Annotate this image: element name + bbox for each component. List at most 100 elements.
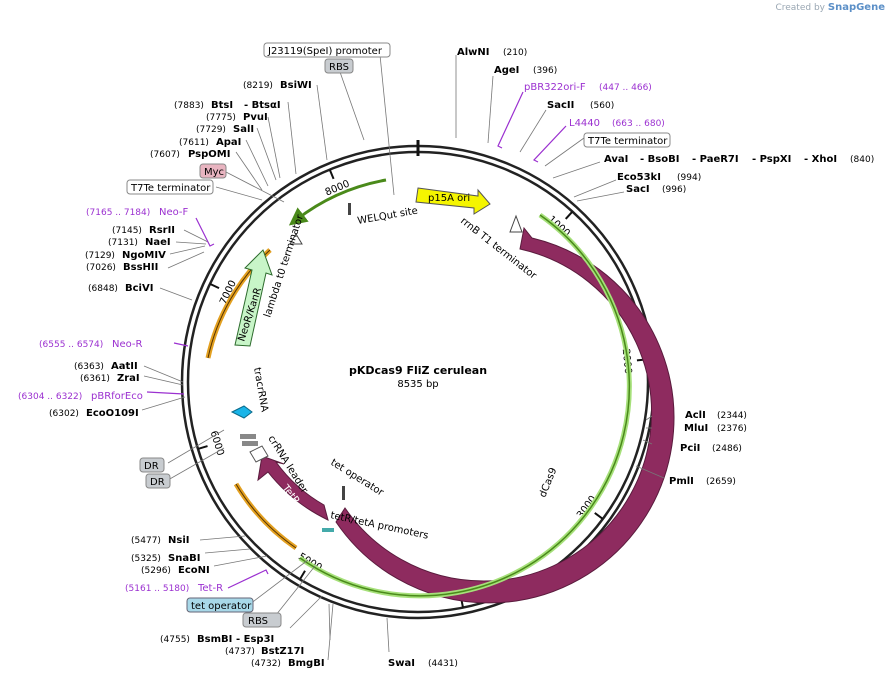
rbs-label-top: RBS: [329, 62, 349, 73]
neor-feature[interactable]: [234, 249, 273, 347]
site-eco53ki[interactable]: Eco53kI: [617, 172, 661, 183]
site-bstz17i[interactable]: BstZ17I: [261, 646, 304, 657]
site-nsii[interactable]: NsiI: [168, 535, 189, 546]
tick-mark: [197, 445, 208, 450]
primer-neo-f-pos: (7165 .. 7184): [86, 208, 150, 218]
crrna-leader-feature[interactable]: [249, 445, 269, 463]
t7te-terminator-label-right: T7Te terminator: [587, 136, 668, 147]
site-rsrii-pos: (7145): [112, 226, 142, 236]
site-bcivi[interactable]: BciVI: [125, 283, 153, 294]
tetr-orange-outline: [235, 483, 297, 549]
site-btsi[interactable]: BtsI: [211, 100, 233, 111]
tick-mark: [564, 210, 574, 220]
site-btsi-pos: (7883): [174, 101, 204, 111]
site-paer7i[interactable]: - PaeR7I: [692, 154, 739, 165]
primer-neo-r[interactable]: Neo-R: [112, 339, 143, 350]
site-rsrii[interactable]: RsrII: [149, 225, 175, 236]
tick-mark: [328, 169, 335, 180]
site-agei[interactable]: AgeI: [494, 65, 519, 76]
site-mlui-pos: (2376): [717, 424, 747, 434]
myc-box[interactable]: [199, 163, 227, 179]
leader-lines: [141, 54, 665, 661]
site-saci[interactable]: SacI: [626, 184, 650, 195]
site-acli[interactable]: AclI: [685, 410, 706, 421]
site-swai[interactable]: SwaI: [388, 658, 415, 669]
dr-box-1[interactable]: [139, 457, 165, 473]
j23119-promoter-box[interactable]: [263, 42, 391, 58]
site-sali-pos: (7729): [196, 125, 226, 135]
site-apai[interactable]: ApaI: [216, 137, 241, 148]
snapgene-brand: Created by SnapGene: [775, 2, 885, 13]
site-bmgbi-pos: (4732): [251, 659, 281, 669]
site-btsai[interactable]: - BtsαI: [244, 100, 281, 111]
site-eco53ki-pos: (994): [677, 173, 701, 183]
site-ecoo109i[interactable]: EcoO109I: [86, 408, 139, 419]
site-agei-pos: (396): [533, 66, 557, 76]
site-bsiwi-pos: (8219): [243, 81, 273, 91]
site-ngomiv[interactable]: NgoMIV: [122, 250, 166, 261]
t7te-terminator-box-right[interactable]: [583, 132, 671, 148]
site-econi[interactable]: EcoNI: [178, 565, 210, 576]
site-pvui[interactable]: PvuI: [243, 112, 268, 123]
rbs-box-top[interactable]: [324, 58, 354, 74]
p15a-ori-feature[interactable]: [415, 187, 491, 215]
site-sali[interactable]: SalI: [233, 124, 254, 135]
primer-pbr322ori-f[interactable]: pBR322ori-F: [524, 82, 586, 93]
site-nsii-pos: (5477): [131, 536, 161, 546]
primer-pbr322ori-f-pos: (447 .. 466): [599, 83, 652, 93]
site-avai[interactable]: AvaI: [604, 154, 628, 165]
primer-l4440[interactable]: L4440: [569, 118, 600, 129]
site-xhoi[interactable]: - XhoI: [804, 154, 837, 165]
tet-promoter-mark: [322, 528, 334, 532]
site-snabi[interactable]: SnaBI: [168, 553, 200, 564]
t7te-terminator-label-left: T7Te terminator: [130, 183, 211, 194]
site-aatii[interactable]: AatII: [111, 361, 138, 372]
tet-operator-box[interactable]: [186, 597, 254, 613]
site-apai-pos: (7611): [179, 138, 209, 148]
site-naei[interactable]: NaeI: [145, 237, 171, 248]
welqut-site-mark: [348, 203, 351, 215]
dcas9-feature[interactable]: [335, 226, 675, 604]
site-pmli-pos: (2659): [706, 477, 736, 487]
site-aatii-pos: (6363): [74, 362, 104, 372]
site-zrai[interactable]: ZraI: [117, 373, 140, 384]
tick-mark: [594, 512, 604, 520]
site-econi-pos: (5296): [141, 566, 171, 576]
dr-box-2[interactable]: [145, 473, 171, 489]
primer-tet-r[interactable]: Tet-R: [197, 583, 223, 594]
tracrrna-feature[interactable]: [230, 405, 253, 419]
site-saci-pos: (996): [662, 185, 686, 195]
site-mlui[interactable]: MluI: [684, 423, 708, 434]
plasmid-name: pKDcas9 FliZ cerulean: [349, 364, 487, 377]
site-sacii[interactable]: SacII: [547, 100, 574, 111]
site-pspomi[interactable]: PspOMI: [188, 149, 230, 160]
t7te-terminator-box-left[interactable]: [126, 179, 214, 195]
site-swai-pos: (4431): [428, 659, 458, 669]
site-bsshii[interactable]: BssHII: [123, 262, 158, 273]
primer-pbrforeco[interactable]: pBRforEco: [91, 391, 143, 402]
site-zrai-pos: (6361): [80, 374, 110, 384]
site-esp3i[interactable]: - Esp3I: [236, 634, 274, 645]
site-pmli[interactable]: PmlI: [669, 476, 694, 487]
site-bcivi-pos: (6848): [88, 284, 118, 294]
primer-tet-r-pos: (5161 .. 5180): [125, 584, 189, 594]
site-ngomiv-pos: (7129): [85, 251, 115, 261]
site-alwni-pos: (210): [503, 48, 527, 58]
site-alwni[interactable]: AlwNI: [457, 47, 490, 58]
site-bmgbi[interactable]: BmgBI: [288, 658, 325, 669]
site-pcii[interactable]: PciI: [680, 443, 700, 454]
tet-operator-mark: [342, 486, 345, 500]
primer-l4440-pos: (663 .. 680): [612, 119, 665, 129]
rrnb-terminator-symbol: [509, 214, 523, 233]
site-bsobi[interactable]: - BsoBI: [640, 154, 679, 165]
rbs-box-bottom[interactable]: [242, 612, 282, 628]
site-bsiwi[interactable]: BsiWI: [280, 80, 312, 91]
primer-neo-f[interactable]: Neo-F: [159, 207, 189, 218]
site-bsmbi[interactable]: BsmBI: [197, 634, 232, 645]
site-snabi-pos: (5325): [131, 554, 161, 564]
site-pspxi[interactable]: - PspXI: [752, 154, 791, 165]
site-sacii-pos: (560): [590, 101, 614, 111]
site-pvui-pos: (7775): [206, 113, 236, 123]
